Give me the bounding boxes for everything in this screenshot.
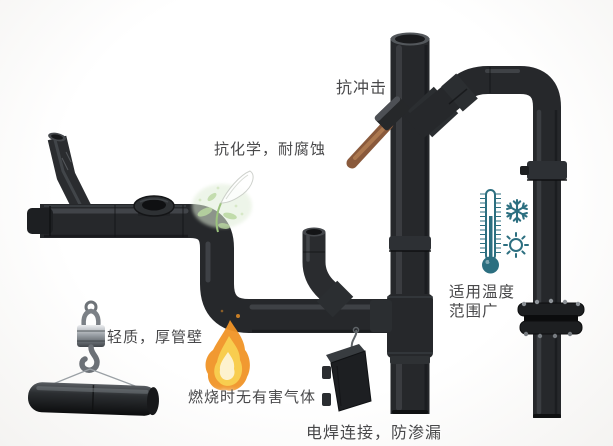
right-pipe-assembly (405, 66, 585, 418)
label-temperature-range: 适用温度范围广 (449, 284, 516, 320)
hammer-icon (346, 96, 410, 169)
thermometer-icon (480, 189, 501, 274)
left-pipe-assembly (27, 132, 430, 333)
flame-icon (205, 309, 250, 391)
pipe-coupling (527, 161, 567, 180)
lifted-pipe-segment (27, 382, 159, 416)
glass-flower-icon (192, 170, 254, 233)
crane-hook-icon (37, 300, 144, 391)
label-chemical-resistance: 抗化学，耐腐蚀 (214, 141, 327, 158)
riser-stub-pipe (302, 227, 354, 318)
label-lightweight: 轻质，厚管壁 (107, 329, 204, 346)
pipe-print-marking (61, 151, 72, 171)
sun-icon (503, 232, 529, 258)
pipe-end-cap (27, 208, 53, 234)
top-flange-fitting (133, 195, 175, 217)
flange-coupling-icon (517, 298, 585, 339)
label-combustion-safety: 燃烧时无有害气体 (188, 389, 317, 406)
label-welded-connection: 电焊连接，防渗漏 (306, 425, 443, 442)
label-impact-resistance: 抗冲击 (336, 80, 388, 97)
welding-machine-icon (322, 326, 372, 412)
snowflake-icon (504, 198, 530, 224)
